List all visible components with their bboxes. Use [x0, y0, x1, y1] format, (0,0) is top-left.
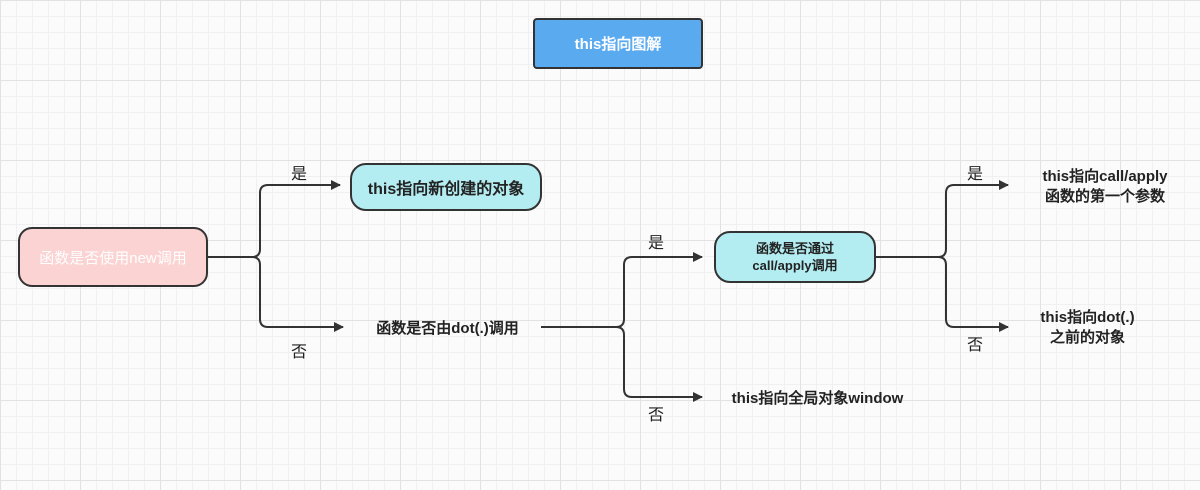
edge-label-no: 否: [648, 405, 665, 424]
dot-result-line: 之前的对象: [1049, 329, 1125, 346]
dot-question-node: 函数是否由dot(.)调用: [376, 319, 519, 337]
edge-label-yes: 是: [967, 164, 984, 183]
dot-result-line: this指向dot(.): [1040, 309, 1135, 326]
edge-new-yes: [208, 180, 341, 258]
start-node: 函数是否使用new调用: [18, 227, 208, 287]
new-object-node: this指向新创建的对象: [350, 163, 542, 211]
call-apply-question-line: 函数是否通过: [755, 241, 834, 256]
edge-dot-no: [615, 326, 703, 402]
edge-new-no: [251, 256, 344, 332]
edge-label-no: 否: [967, 335, 984, 354]
edge-dot-yes: [541, 252, 703, 328]
call-apply-result-node: this指向call/apply 函数的第一个参数: [1020, 165, 1190, 209]
edge-label-no: 否: [291, 342, 308, 361]
call-apply-question-node: 函数是否通过 call/apply调用: [714, 231, 876, 283]
global-object-node: this指向全局对象window: [731, 389, 904, 407]
edge-label-yes: 是: [648, 233, 665, 252]
edge-call-yes: [876, 180, 1009, 258]
edge-call-no: [937, 256, 1009, 332]
edge-label-yes: 是: [291, 164, 308, 183]
diagram-title: this指向图解: [533, 18, 703, 69]
call-apply-question-line: call/apply调用: [752, 258, 838, 273]
call-apply-result-line: 函数的第一个参数: [1044, 188, 1165, 205]
call-apply-result-line: this指向call/apply: [1042, 168, 1168, 185]
dot-result-node: this指向dot(.) 之前的对象: [1015, 306, 1160, 350]
